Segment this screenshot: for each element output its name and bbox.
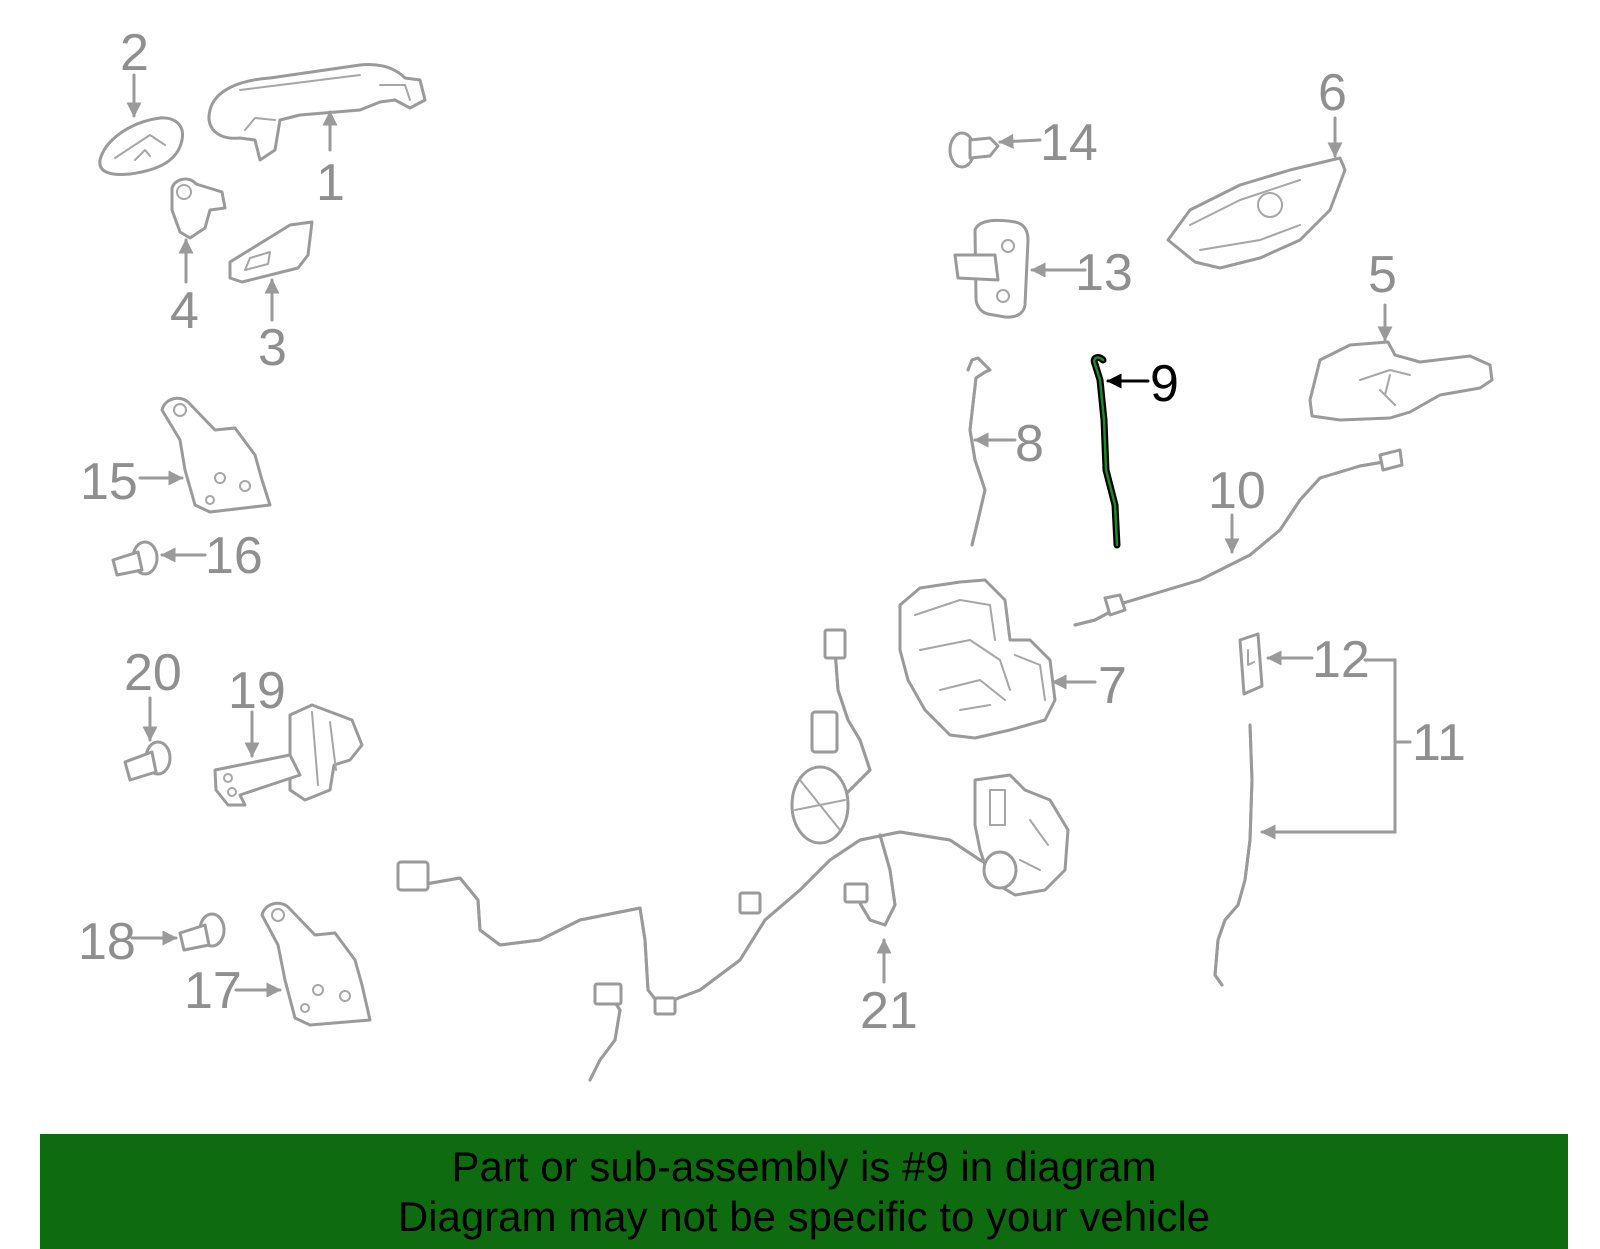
part-17-lower-hinge [260, 901, 372, 1027]
part-15-upper-hinge [160, 396, 272, 514]
part-11-rod [1213, 723, 1254, 987]
part-9-rod-highlighted [1090, 354, 1121, 549]
callout-5: 5 [1368, 246, 1397, 304]
callout-11: 11 [1412, 714, 1466, 772]
part-3-escutcheon [228, 220, 314, 284]
callout-labels: 1 2 3 4 5 6 7 8 9 10 11 12 13 14 15 16 1… [78, 24, 1466, 1040]
callout-17: 17 [184, 962, 242, 1020]
callout-19: 19 [228, 662, 286, 720]
part-8-rod [966, 356, 992, 547]
part-5-bracket [1308, 340, 1494, 422]
callout-13: 13 [1075, 244, 1133, 302]
info-banner: Part or sub-assembly is #9 in diagram Di… [40, 1134, 1568, 1249]
part-14-screw [948, 131, 1000, 169]
callout-8: 8 [1015, 415, 1044, 473]
part-1-outside-handle [207, 63, 427, 162]
part-2-handle-cap [98, 116, 185, 176]
part-12-clip [1238, 632, 1264, 696]
callout-6: 6 [1318, 64, 1347, 122]
callout-1: 1 [316, 154, 345, 212]
callout-10: 10 [1208, 462, 1266, 520]
callout-3: 3 [258, 319, 287, 377]
callout-7: 7 [1098, 657, 1127, 715]
callout-4: 4 [170, 282, 199, 340]
part-16-bolt [111, 540, 159, 577]
callout-18: 18 [78, 913, 136, 971]
callout-16: 16 [205, 527, 263, 585]
callout-9: 9 [1150, 355, 1179, 413]
part-4-lock-cylinder [170, 177, 227, 240]
callout-arrows [126, 73, 1412, 998]
callout-15: 15 [80, 453, 138, 511]
banner-line-disclaimer: Diagram may not be specific to your vehi… [397, 1192, 1211, 1240]
part-21-wiring-harness [396, 628, 1070, 1082]
part-20-bolt [123, 740, 172, 782]
callout-14: 14 [1040, 114, 1098, 172]
callout-2: 2 [120, 24, 149, 82]
callout-12: 12 [1312, 631, 1370, 689]
callout-20: 20 [124, 644, 182, 702]
part-19-door-check [213, 703, 364, 807]
callout-21: 21 [860, 982, 918, 1040]
part-18-bolt [178, 912, 226, 952]
part-13-striker [953, 218, 1030, 319]
part-10-cable [1073, 448, 1404, 627]
banner-line-part: Part or sub-assembly is #9 in diagram [451, 1142, 1157, 1190]
part-6-inside-handle [1166, 156, 1347, 270]
part-7-door-latch [898, 578, 1057, 740]
